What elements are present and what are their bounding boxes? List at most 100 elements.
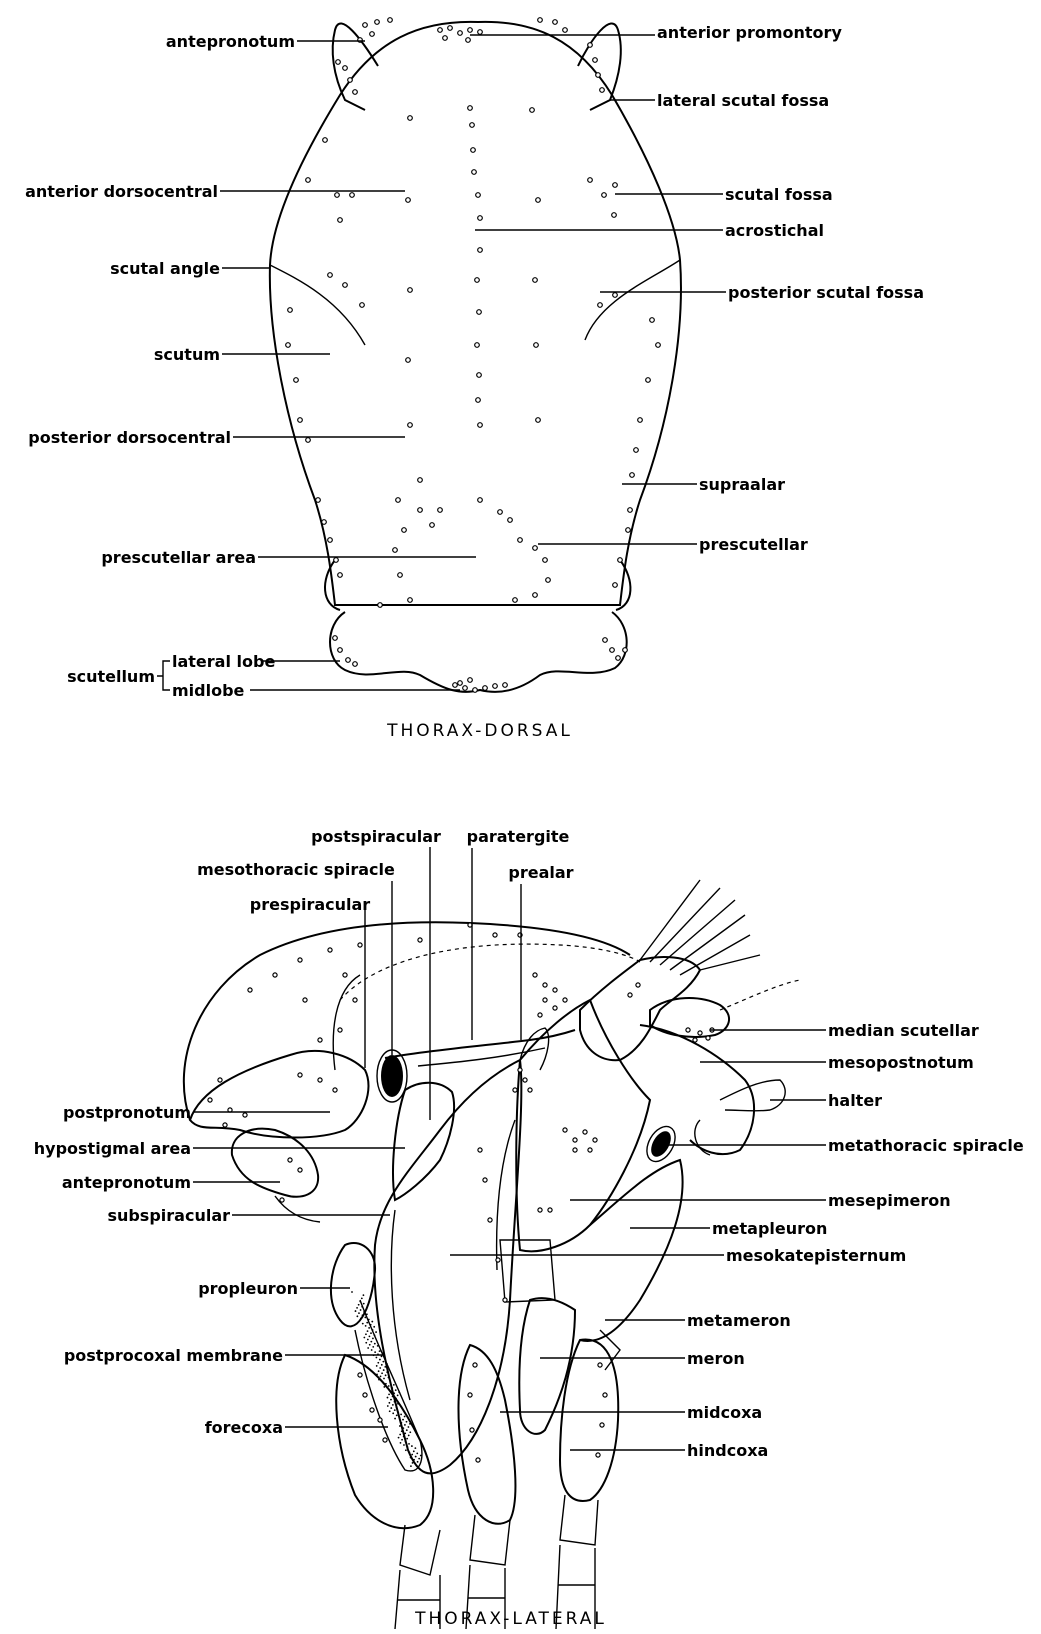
seta-dot <box>328 538 333 543</box>
seta-dot <box>533 278 538 283</box>
seta-dot <box>280 1198 284 1202</box>
seta-dot <box>360 303 365 308</box>
seta-dot <box>476 1458 480 1462</box>
stipple-dot <box>400 1442 402 1444</box>
seta-dot <box>536 418 541 423</box>
stipple-dot <box>406 1438 408 1440</box>
seta-dot <box>273 973 277 977</box>
seta-dot <box>563 28 568 33</box>
seta-dot <box>286 343 291 348</box>
propleuron-outline <box>331 1243 375 1326</box>
stipple-dot <box>361 1297 363 1299</box>
seta-dot <box>343 66 348 71</box>
seta-dot <box>453 683 458 688</box>
stipple-dot <box>371 1321 373 1323</box>
seta-dot <box>298 1073 302 1077</box>
label-postpronotum: postpronotum <box>63 1103 191 1122</box>
stipple-dot <box>386 1371 388 1373</box>
label-lateral-lobe: lateral lobe <box>172 652 275 671</box>
label-metathoracic-spiracle: metathoracic spiracle <box>828 1136 1024 1155</box>
stipple-dot <box>389 1410 391 1412</box>
seta-dot <box>243 1113 247 1117</box>
label-midlobe: midlobe <box>172 681 245 700</box>
seta-dot <box>628 993 632 997</box>
scutellum-dashed-outline <box>720 980 800 1010</box>
seta-dot <box>408 288 413 293</box>
stipple-dot <box>416 1452 418 1454</box>
seta-dot <box>463 686 468 691</box>
seta-dot <box>478 248 483 253</box>
seta-dot <box>475 343 480 348</box>
mesopostnotum-outline <box>640 1025 754 1154</box>
stipple-dot <box>384 1358 386 1360</box>
stipple-dot <box>377 1362 379 1364</box>
stipple-dot <box>367 1347 369 1349</box>
seta-dot <box>518 538 523 543</box>
seta-dot <box>616 656 621 661</box>
seta-dot <box>543 998 547 1002</box>
seta-dot <box>418 478 423 483</box>
label-postprocoxal-membrane: postprocoxal membrane <box>64 1346 283 1365</box>
seta-dot <box>353 662 358 667</box>
seta-dot <box>383 1438 387 1442</box>
stipple-dot <box>394 1418 396 1420</box>
scutum-lower-edge <box>333 975 360 1070</box>
seta-dot <box>408 116 413 121</box>
seta-dot <box>318 1038 322 1042</box>
dorsal-thorax-drawing <box>270 18 681 693</box>
seta-dot <box>588 178 593 183</box>
seta-dot <box>706 1036 710 1040</box>
label-lateral-scutal-fossa: lateral scutal fossa <box>657 91 829 110</box>
stipple-dot <box>399 1417 401 1419</box>
seta-dot <box>496 1258 500 1262</box>
stipple-dot <box>412 1462 414 1464</box>
seta-dot <box>538 1208 542 1212</box>
metameron-edge <box>600 1330 620 1370</box>
stipple-dot <box>398 1391 400 1393</box>
seta-dot <box>513 1088 517 1092</box>
seta-dot <box>477 373 482 378</box>
stipple-dot <box>365 1325 367 1327</box>
stipple-dot <box>374 1343 376 1345</box>
seta-dot <box>483 686 488 691</box>
seta-dot <box>318 1078 322 1082</box>
seta-dot <box>298 418 303 423</box>
seta-dot <box>493 684 498 689</box>
stipple-dot <box>399 1434 401 1436</box>
stipple-dot <box>397 1394 399 1396</box>
seta-dot <box>603 1393 607 1397</box>
seta-dot <box>534 343 539 348</box>
seta-dot <box>294 378 299 383</box>
stipple-dot <box>395 1406 397 1408</box>
stipple-dot <box>391 1387 393 1389</box>
seta-dot <box>338 1028 342 1032</box>
midcoxa-outline <box>458 1345 515 1524</box>
metathoracic-spiracle-shape <box>647 1128 675 1160</box>
label-posterior-scutal-fossa: posterior scutal fossa <box>728 283 924 302</box>
stipple-dot <box>369 1344 371 1346</box>
seta-dot <box>493 933 497 937</box>
seta-dot <box>476 193 481 198</box>
seta-dot <box>478 498 483 503</box>
label-prescutellar-area: prescutellar area <box>101 548 256 567</box>
stipple-dot <box>375 1331 377 1333</box>
seta-dot <box>353 998 357 1002</box>
fore-trochanter <box>400 1525 440 1575</box>
label-paratergite: paratergite <box>467 827 570 846</box>
stipple-dot <box>418 1458 420 1460</box>
seta-dot <box>388 18 393 23</box>
seta-dot <box>610 648 615 653</box>
label-scutal-fossa: scutal fossa <box>725 185 833 204</box>
hypostigmal-sclerite <box>393 1083 454 1200</box>
seta-dot <box>348 78 353 83</box>
stipple-dot <box>404 1424 406 1426</box>
seta-dot <box>518 1068 522 1072</box>
stipple-dot <box>358 1304 360 1306</box>
stipple-dot <box>374 1351 376 1353</box>
dorsal-antepronotum-right-lobe <box>578 23 621 110</box>
stipple-dot <box>401 1422 403 1424</box>
seta-dot <box>628 508 633 513</box>
stipple-dot <box>356 1307 358 1309</box>
seta-dot <box>623 648 628 653</box>
seta-dot <box>543 558 548 563</box>
